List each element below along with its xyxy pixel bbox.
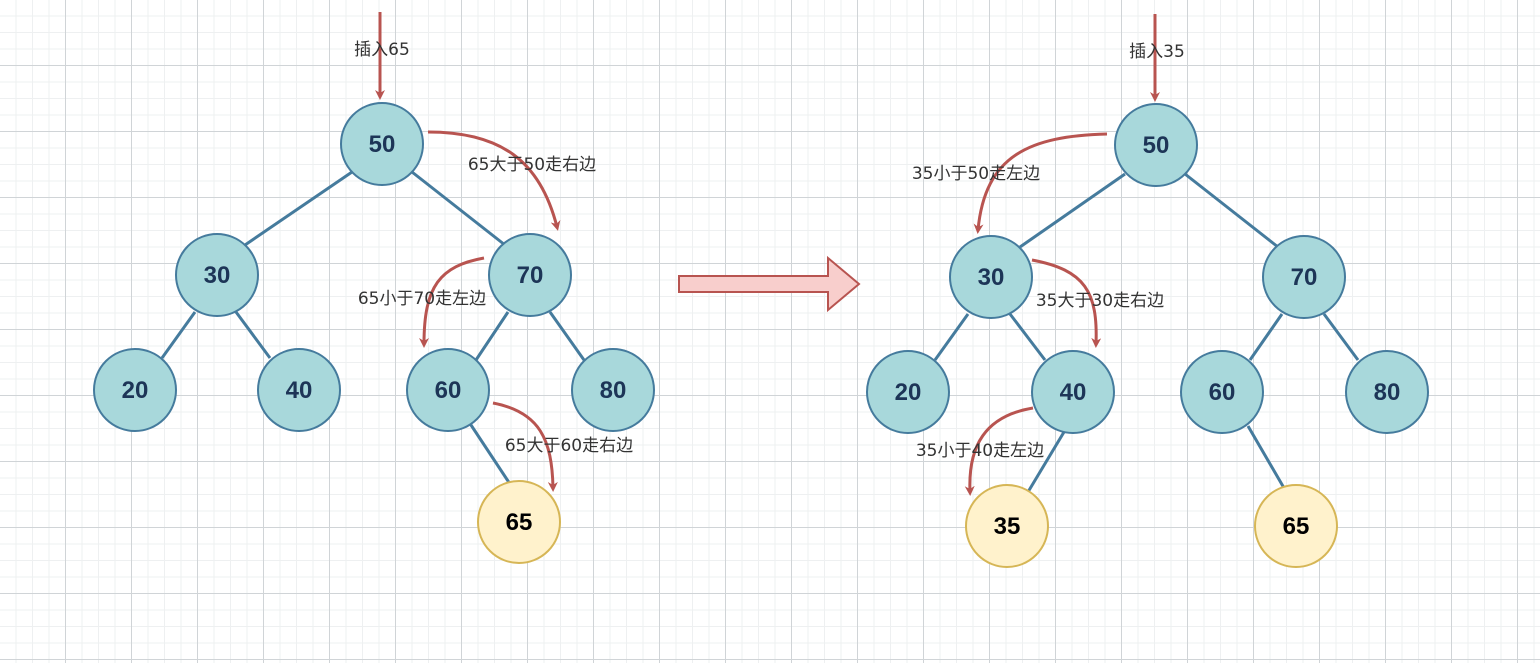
edge-30-20 bbox=[933, 313, 970, 361]
step-label-2: 65小于70走左边 bbox=[358, 289, 486, 309]
step-arrow-3 bbox=[964, 406, 1034, 496]
node-label: 65 bbox=[506, 509, 533, 536]
node-label: 35 bbox=[994, 513, 1021, 540]
tree-node-80: 80 bbox=[571, 348, 655, 432]
transition-arrow bbox=[678, 255, 861, 313]
tree-node-80: 80 bbox=[1345, 350, 1429, 434]
edge-50-70 bbox=[411, 170, 506, 247]
insert-label: 插入65 bbox=[354, 40, 410, 60]
node-label: 70 bbox=[517, 262, 544, 289]
edge-60-65 bbox=[467, 421, 512, 485]
step-label-3: 35小于40走左边 bbox=[916, 441, 1044, 461]
step-label-1: 65大于50走右边 bbox=[468, 155, 596, 175]
edge-70-80 bbox=[1322, 313, 1360, 361]
step-label-1: 35小于50走左边 bbox=[912, 164, 1040, 184]
node-label: 40 bbox=[286, 377, 313, 404]
node-label: 80 bbox=[600, 377, 627, 404]
node-label: 30 bbox=[978, 264, 1005, 291]
node-label: 50 bbox=[369, 131, 396, 158]
left-tree: 插入65 65大于50走右边 65小于70走左边 65大于60走右边 50 30… bbox=[93, 12, 655, 564]
edge-60-65 bbox=[1246, 425, 1286, 489]
node-label: 20 bbox=[122, 377, 149, 404]
step-label-2: 35大于30走右边 bbox=[1036, 291, 1164, 311]
node-label: 70 bbox=[1291, 264, 1318, 291]
tree-node-30: 30 bbox=[175, 233, 259, 317]
tree-node-60: 60 bbox=[1180, 350, 1264, 434]
new-node-65: 65 bbox=[477, 480, 561, 564]
tree-node-40: 40 bbox=[1031, 350, 1115, 434]
edge-70-60 bbox=[474, 311, 510, 361]
right-tree: 插入35 35小于50走左边 35大于30走右边 35小于40走左边 50 30… bbox=[866, 14, 1429, 568]
node-label: 20 bbox=[895, 379, 922, 406]
node-label: 50 bbox=[1143, 132, 1170, 159]
node-label: 30 bbox=[204, 262, 231, 289]
edge-30-20 bbox=[160, 311, 197, 359]
edge-50-30 bbox=[244, 170, 353, 247]
node-label: 60 bbox=[435, 377, 462, 404]
tree-node-70: 70 bbox=[1262, 235, 1346, 319]
node-label: 80 bbox=[1374, 379, 1401, 406]
tree-node-50: 50 bbox=[1114, 103, 1198, 187]
edge-40-35 bbox=[1026, 431, 1066, 493]
edge-30-40 bbox=[234, 311, 272, 359]
left-edges bbox=[160, 170, 586, 485]
edge-70-60 bbox=[1248, 313, 1284, 361]
edge-50-70 bbox=[1184, 172, 1279, 249]
tree-node-40: 40 bbox=[257, 348, 341, 432]
right-edges bbox=[933, 172, 1360, 493]
step-arrow-2 bbox=[419, 256, 485, 348]
step-arrow-3 bbox=[492, 401, 558, 492]
tree-node-50: 50 bbox=[340, 102, 424, 186]
edge-30-40 bbox=[1008, 313, 1047, 361]
tree-node-65: 65 bbox=[1254, 484, 1338, 568]
tree-node-70: 70 bbox=[488, 233, 572, 317]
tree-node-30: 30 bbox=[949, 235, 1033, 319]
node-label: 40 bbox=[1060, 379, 1087, 406]
new-node-35: 35 bbox=[965, 484, 1049, 568]
tree-node-20: 20 bbox=[866, 350, 950, 434]
node-label: 60 bbox=[1209, 379, 1236, 406]
tree-node-60: 60 bbox=[406, 348, 490, 432]
edge-50-30 bbox=[1019, 172, 1126, 249]
tree-node-20: 20 bbox=[93, 348, 177, 432]
edge-70-80 bbox=[548, 311, 586, 361]
step-arrow-1 bbox=[973, 132, 1108, 234]
insert-label: 插入35 bbox=[1129, 42, 1185, 62]
node-label: 65 bbox=[1283, 513, 1310, 540]
step-label-3: 65大于60走右边 bbox=[505, 436, 633, 456]
step-arrow-2 bbox=[1031, 258, 1102, 348]
step-arrow-1 bbox=[427, 130, 561, 231]
